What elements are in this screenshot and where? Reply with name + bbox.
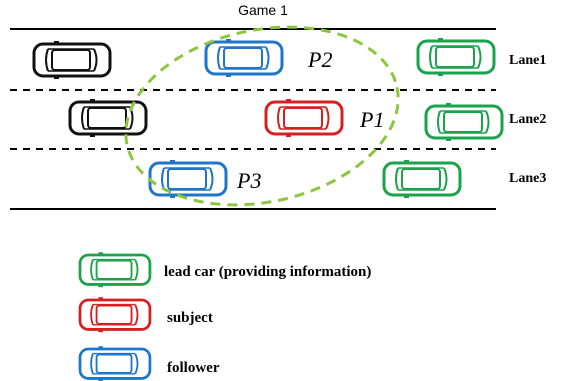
diagram-title: Game 1 <box>238 2 288 18</box>
lane-label-3: Lane3 <box>509 171 546 186</box>
car-lead-lane1 <box>416 36 496 78</box>
car-follower-lane3 <box>148 158 228 200</box>
legend-subject-car-icon <box>78 295 152 334</box>
player-label-p2: P2 <box>307 47 332 72</box>
lane-label-2: Lane2 <box>509 112 546 127</box>
legend: lead car (providing information) subject… <box>78 250 371 381</box>
legend-subject-label: subject <box>167 310 213 326</box>
player-label-p3: P3 <box>236 168 261 193</box>
player-group-ellipse <box>124 25 400 207</box>
car-lead-lane2 <box>424 101 504 143</box>
player-label-p1: P1 <box>359 107 384 132</box>
legend-follower-car-icon <box>78 344 152 381</box>
car-other-lane1 <box>32 39 112 81</box>
legend-lead-label: lead car (providing information) <box>164 264 371 280</box>
car-follower-lane1 <box>204 37 284 79</box>
car-lead-lane3 <box>382 158 462 200</box>
car-subject-lane2 <box>264 97 344 139</box>
lane-label-1: Lane1 <box>509 53 546 68</box>
legend-lead-car-icon <box>78 250 152 289</box>
legend-follower-label: follower <box>167 360 220 376</box>
